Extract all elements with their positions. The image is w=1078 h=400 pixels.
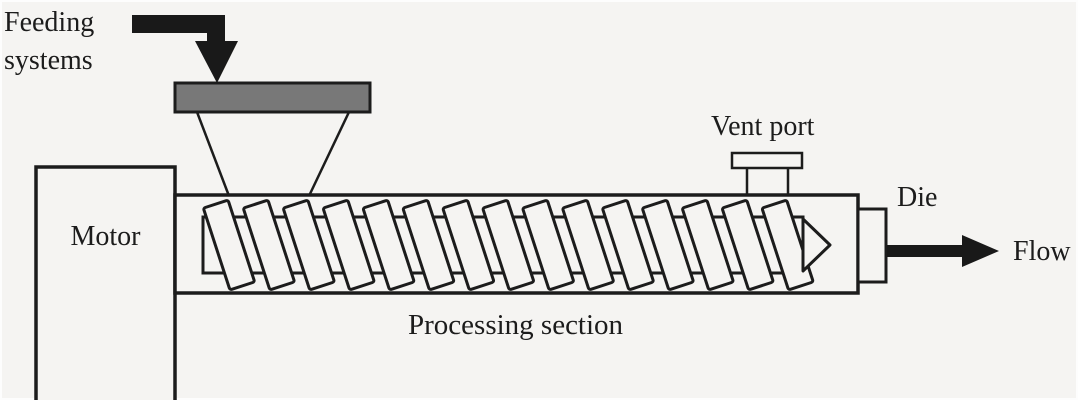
flow-arrow-icon [887, 235, 999, 267]
screw-flight [361, 199, 416, 291]
screw-flight [441, 199, 496, 291]
hopper-funnel-right-line [307, 111, 351, 197]
screw-flight [721, 199, 775, 291]
screw-flight [681, 199, 735, 291]
vent-port-cap [730, 151, 804, 170]
screw-flight [401, 199, 456, 291]
label-processing-section: Processing section [408, 309, 624, 341]
label-flow: Flow [1013, 236, 1071, 267]
feed-arrow-icon [132, 15, 238, 83]
motor-box [34, 165, 177, 400]
screw-flight [481, 199, 535, 291]
screw-flight [282, 199, 336, 291]
hopper-funnel-left-line [195, 111, 231, 197]
die-block [856, 207, 888, 284]
screw-flight [641, 199, 695, 291]
screw-flight [561, 199, 615, 291]
screw-flights [202, 199, 815, 291]
screw-flight [202, 199, 256, 291]
label-feeding-systems: Feeding systems [4, 7, 95, 76]
label-motor: Motor [70, 221, 141, 252]
screw-tip [801, 217, 832, 273]
screw-flight [322, 199, 376, 291]
screw-flight [521, 199, 575, 291]
screw-flight [601, 199, 655, 291]
feed-tray [173, 81, 372, 114]
screw-flight [760, 199, 815, 291]
label-die: Die [897, 182, 938, 213]
label-vent-port: Vent port [711, 111, 815, 142]
screw-flight [242, 199, 296, 291]
